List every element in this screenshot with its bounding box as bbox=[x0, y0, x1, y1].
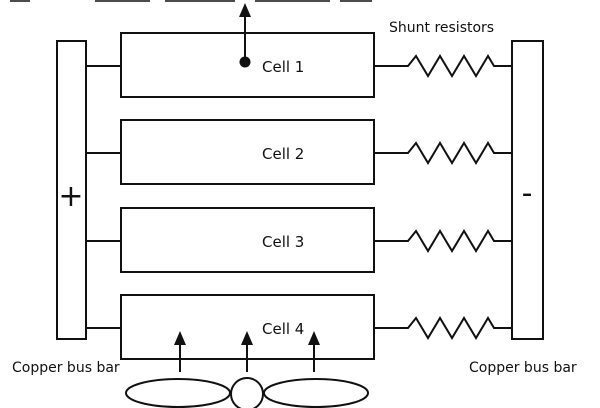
cell-4: Cell 4 bbox=[86, 294, 375, 360]
shunt-resistors-label: Shunt resistors bbox=[389, 20, 494, 36]
right-bus-bar bbox=[511, 40, 544, 340]
cell-4-label: Cell 4 bbox=[262, 320, 304, 338]
fan-blade-right bbox=[263, 378, 369, 408]
right-bus-bar-label: Copper bus bar bbox=[469, 360, 577, 376]
cell-3-label: Cell 3 bbox=[262, 233, 304, 251]
cell-2: Cell 2 bbox=[86, 119, 375, 185]
cooling-fan-icon bbox=[125, 377, 369, 408]
shunt-resistor-1 bbox=[374, 54, 512, 78]
cell-3: Cell 3 bbox=[86, 207, 375, 273]
shunt-resistor-4 bbox=[374, 316, 512, 340]
airflow-arrow-left bbox=[174, 331, 186, 372]
cell-2-box bbox=[120, 119, 375, 185]
cell-3-box bbox=[120, 207, 375, 273]
cell-1-label: Cell 1 bbox=[262, 58, 304, 76]
left-bus-bar bbox=[56, 40, 87, 340]
minus-sign: - bbox=[522, 176, 533, 211]
shunt-resistor-3 bbox=[374, 229, 512, 253]
airflow-arrow-middle bbox=[241, 331, 253, 372]
left-bus-bar-label: Copper bus bar bbox=[12, 360, 120, 376]
vent-arrow bbox=[239, 3, 251, 68]
airflow-arrow-right bbox=[308, 331, 320, 372]
shunt-resistor-2 bbox=[374, 141, 512, 165]
cell-2-label: Cell 2 bbox=[262, 145, 304, 163]
fan-blade-left bbox=[125, 378, 231, 408]
cell-1: Cell 1 bbox=[86, 32, 375, 98]
plus-sign: + bbox=[58, 179, 83, 214]
fan-hub bbox=[230, 377, 264, 408]
